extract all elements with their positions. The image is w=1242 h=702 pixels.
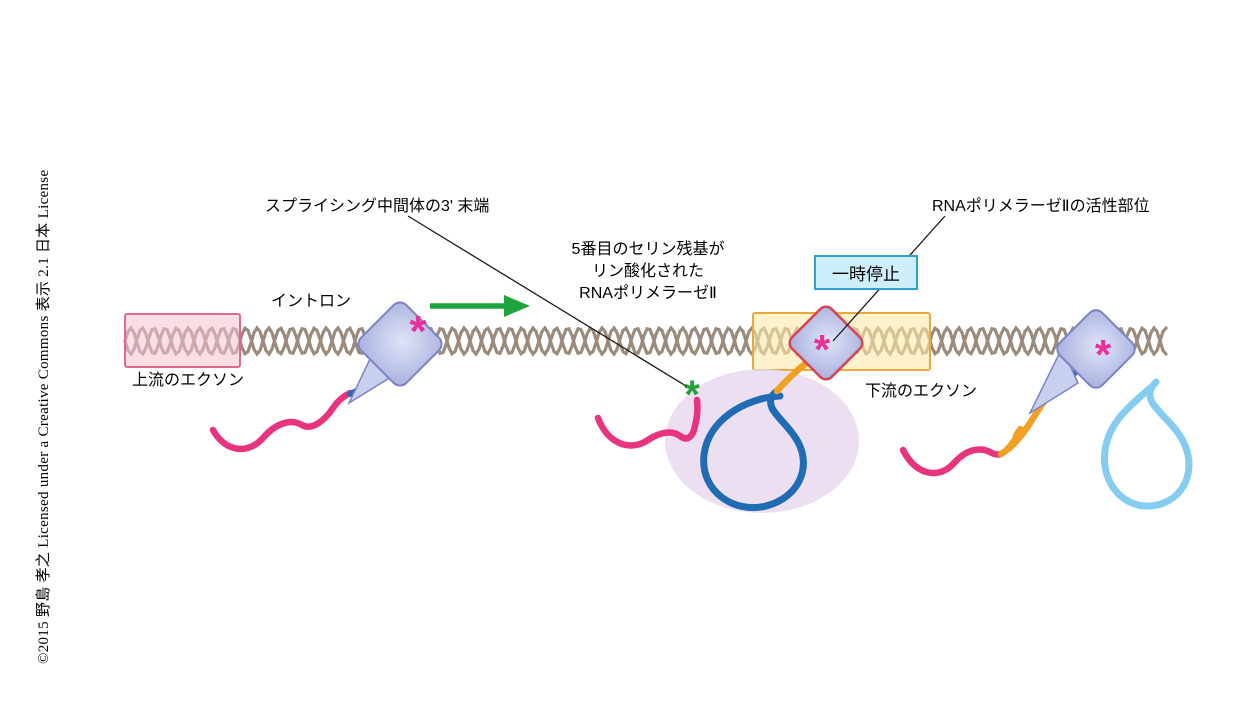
spliceosome-ellipse	[665, 369, 859, 513]
label-phospho-line2: リン酸化された	[591, 263, 704, 280]
label-intron: イントロン	[271, 293, 352, 310]
exon-rna-pink-middle	[594, 396, 701, 449]
polymerase-middle-paused	[788, 305, 864, 381]
upstream-exon-box	[124, 313, 241, 368]
exon-rna-pink-right	[899, 446, 1005, 477]
label-phosphorylated-polymerase: 5番目のセリン残基が リン酸化された RNAポリメラーゼⅡ	[520, 239, 776, 305]
phospho-asterisk-middle: *	[814, 326, 831, 373]
copyright-vertical-text: ©2015 野島 孝之 Licensed under a Creative Co…	[36, 169, 52, 664]
label-upstream-exon: 上流のエクソン	[132, 372, 245, 389]
released-lariat-lightblue	[1101, 378, 1193, 510]
transcription-direction-arrow	[430, 295, 530, 317]
dna-helix-strand-a	[123, 325, 1168, 357]
phospho-asterisk-right: *	[1095, 331, 1112, 378]
phospho-asterisk-left: *	[409, 307, 427, 356]
splice-end-asterisk-green: *	[684, 373, 700, 417]
polymerase-right	[1056, 309, 1136, 389]
pointer-line-splicing-intermediate	[407, 215, 687, 387]
pause-badge: 一時停止	[814, 255, 918, 290]
dna-helix-strand-b	[123, 325, 1168, 357]
polymerase-left	[357, 301, 443, 387]
label-splicing-intermediate: スプライシング中間体の3' 末端	[265, 198, 490, 215]
label-phospho-line3: RNAポリメラーゼⅡ	[579, 285, 717, 302]
label-downstream-exon: 下流のエクソン	[865, 383, 978, 400]
intron-lariat-blue	[700, 387, 807, 511]
label-phospho-line1: 5番目のセリン残基が	[571, 241, 725, 258]
exon-rna-pink-left	[209, 389, 354, 453]
label-active-site: RNAポリメラーゼⅡの活性部位	[932, 198, 1150, 215]
